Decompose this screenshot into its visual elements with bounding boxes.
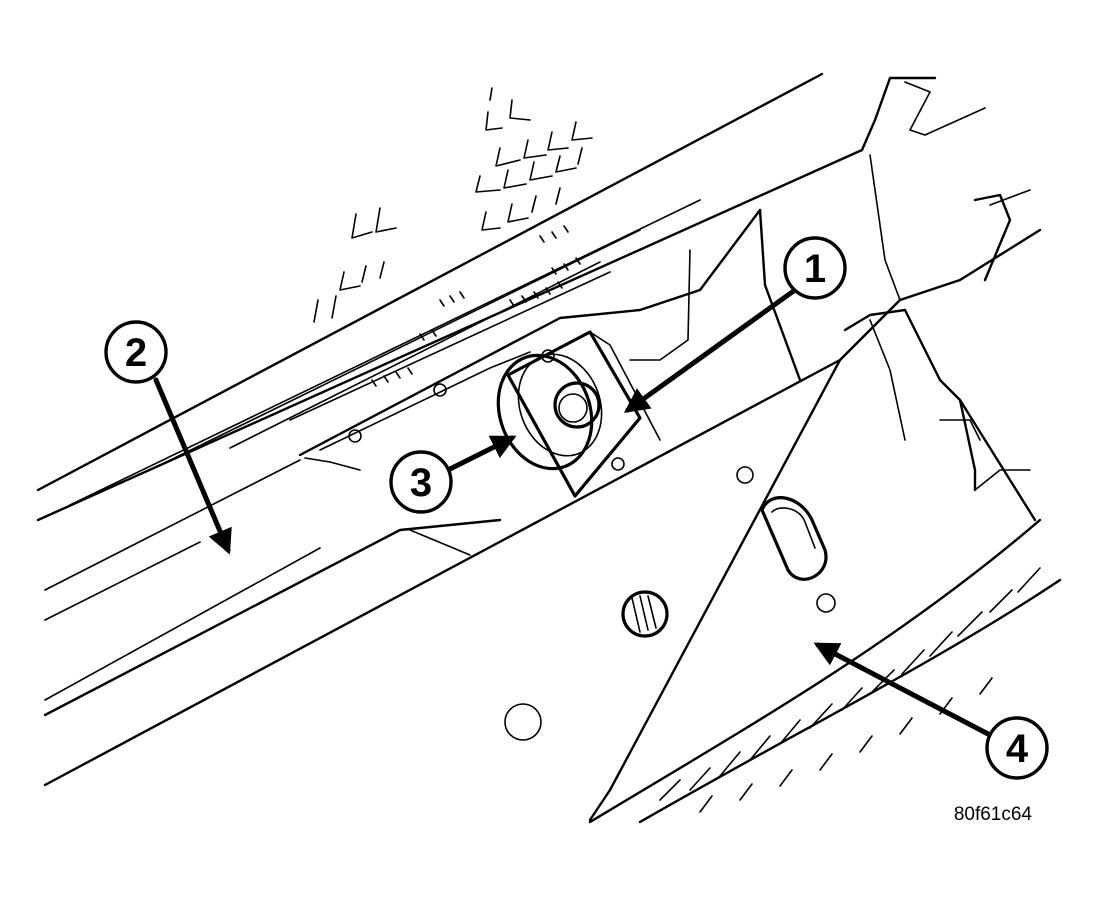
callout-1-label: 1 bbox=[804, 247, 826, 291]
texture-marks bbox=[313, 87, 593, 387]
crossmember bbox=[504, 189, 1042, 822]
callout-3-label: 3 bbox=[410, 461, 432, 505]
lower-frame-rail bbox=[43, 358, 842, 787]
callout-4-label: 4 bbox=[1006, 727, 1029, 771]
callout-2: 2 bbox=[104, 320, 168, 384]
callout-1: 1 bbox=[783, 236, 847, 300]
callout-4: 4 bbox=[985, 716, 1049, 780]
upper-frame-rail bbox=[36, 72, 986, 522]
callout-arrows bbox=[153, 287, 993, 738]
callout-arrow-4 bbox=[813, 642, 993, 738]
figure-code: 80f61c64 bbox=[954, 804, 1033, 825]
inner-channel bbox=[298, 208, 802, 471]
callout-2-label: 2 bbox=[125, 331, 147, 375]
callout-3: 3 bbox=[389, 450, 453, 514]
callout-arrow-1 bbox=[623, 287, 798, 413]
callout-arrow-3 bbox=[445, 435, 517, 473]
bracket-plate bbox=[506, 330, 661, 498]
callout-arrow-2 bbox=[153, 377, 232, 555]
